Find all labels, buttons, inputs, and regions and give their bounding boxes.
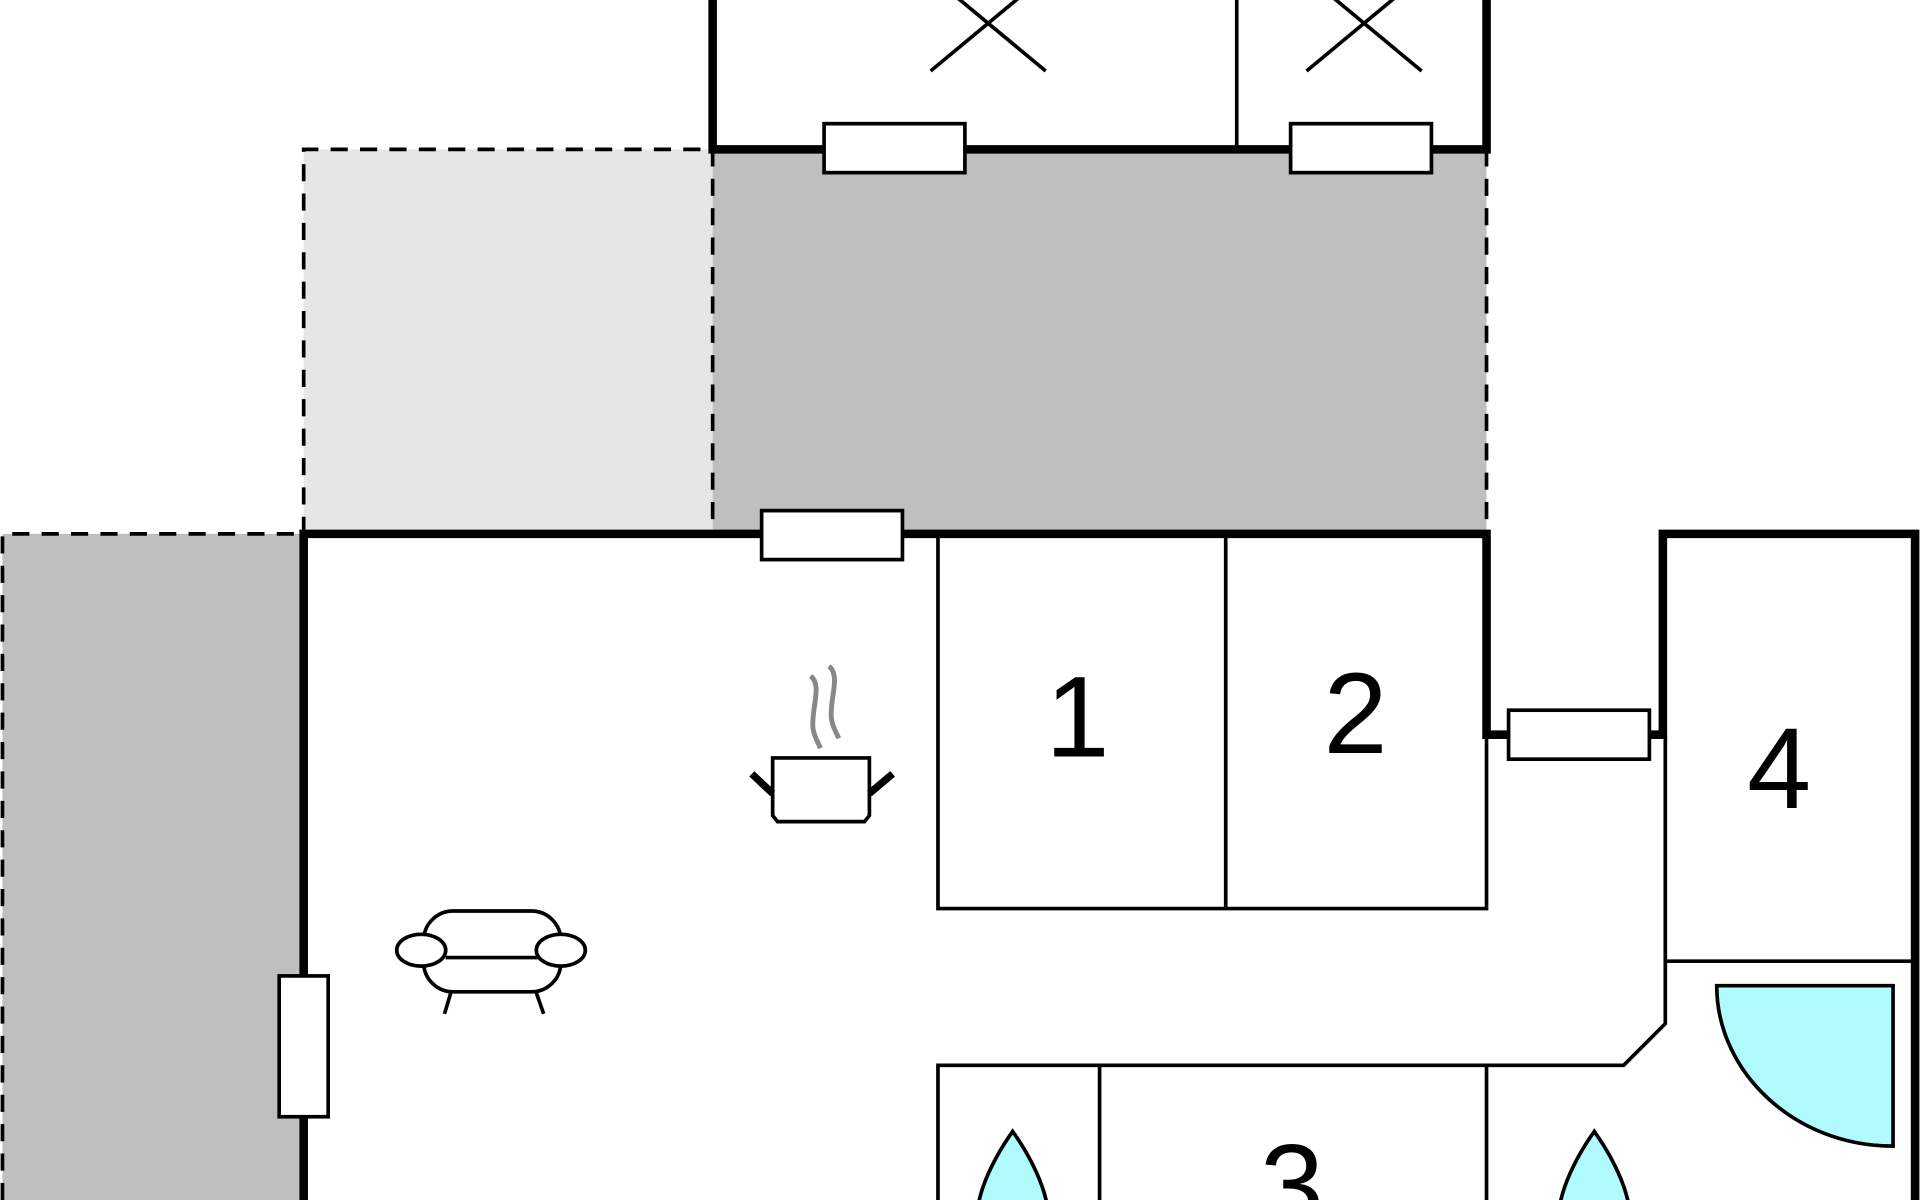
terrace-dark-top bbox=[712, 149, 1487, 534]
shower-icon bbox=[1714, 983, 1895, 1148]
room-label-1: 1 bbox=[1046, 654, 1110, 782]
toilet-icon bbox=[1559, 1128, 1630, 1200]
window-icon bbox=[822, 121, 967, 175]
window-icon bbox=[1506, 708, 1652, 762]
sofa-icon bbox=[394, 909, 588, 1015]
terrace-dashed-borders bbox=[0, 147, 1489, 1200]
skylight-cross-icon bbox=[1305, 0, 1423, 73]
window-icon bbox=[759, 508, 905, 562]
toilet-icon bbox=[977, 1128, 1048, 1200]
interior-walls bbox=[936, 0, 1916, 1200]
terrace-light bbox=[303, 149, 713, 534]
cooking-pot-icon bbox=[749, 664, 896, 824]
window-icon bbox=[1288, 121, 1434, 175]
room-label-4: 4 bbox=[1747, 705, 1811, 833]
skylight-cross-icon bbox=[929, 0, 1047, 73]
room-label-2: 2 bbox=[1324, 650, 1388, 778]
room-label-3: 3 bbox=[1260, 1121, 1324, 1200]
terrace-dark-left bbox=[2, 533, 304, 1200]
window-icon bbox=[277, 974, 330, 1119]
